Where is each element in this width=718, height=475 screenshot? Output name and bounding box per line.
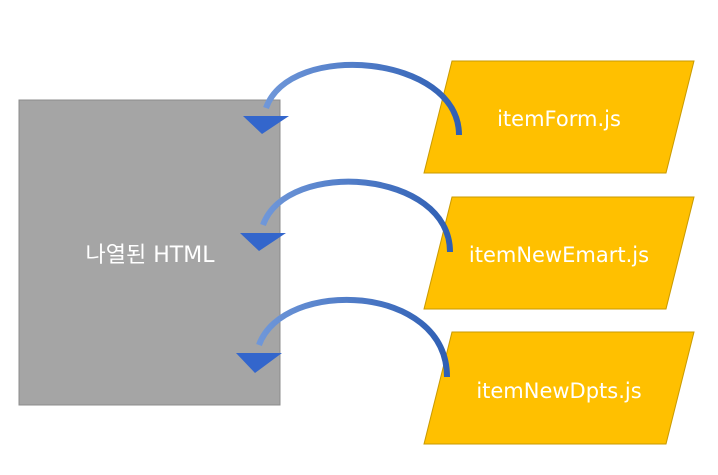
script-node-label: itemNewDpts.js: [476, 379, 641, 403]
script-node-shape: [423, 331, 695, 445]
curved-arrow-shaft: [260, 178, 453, 253]
arrow-head-icon: [243, 116, 289, 134]
script-node-shape: [423, 196, 695, 310]
script-node-item-new-emart: itemNewEmart.js: [423, 196, 695, 310]
curved-arrow-shaft: [256, 296, 450, 378]
arrow-head-icon: [236, 353, 282, 373]
arrow-head-icon: [240, 233, 286, 251]
html-box: 나열된 HTML: [18, 99, 281, 406]
html-box-label: 나열된 HTML: [86, 243, 216, 268]
script-node-item-form: itemForm.js: [423, 60, 695, 174]
curved-arrow-item-new-emart: [240, 178, 453, 253]
script-node-shape: [423, 60, 695, 174]
curved-arrow-shaft: [263, 61, 462, 136]
curved-arrow-item-form: [243, 61, 462, 136]
script-node-item-new-dpts: itemNewDpts.js: [423, 331, 695, 445]
html-box-shape: [18, 99, 281, 406]
script-node-label: itemNewEmart.js: [469, 243, 649, 267]
curved-arrow-item-new-dpts: [236, 296, 450, 378]
script-node-label: itemForm.js: [497, 107, 621, 131]
